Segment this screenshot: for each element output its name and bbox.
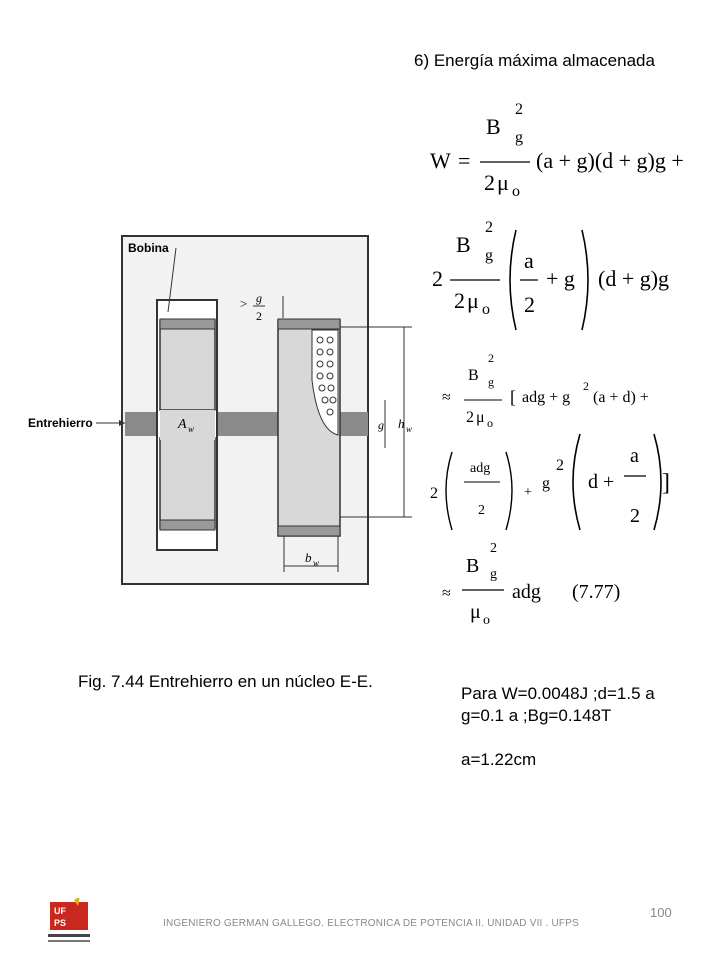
eq4-big-rparen (653, 433, 662, 531)
eq1-rest: (a + g)(d + g)g + (536, 148, 684, 173)
eq3-mu: μ (476, 409, 485, 426)
eq3-sup: 2 (488, 351, 494, 365)
param-line-2: g=0.1 a ;Bg=0.148T (461, 706, 612, 725)
right-cap-bottom (277, 525, 341, 537)
hw-label: h (398, 416, 405, 431)
eq2-a-den: 2 (524, 292, 535, 317)
logo-flame (74, 898, 80, 906)
eq3-o: o (487, 416, 493, 430)
gt-label: > (240, 296, 247, 311)
bobina-label: Bobina (128, 241, 169, 255)
aw-sub: w (188, 424, 194, 434)
section-title: 6) Energía máxima almacenada (414, 51, 655, 70)
eq4-close: ] (662, 470, 670, 496)
eq3-bracket: [ (510, 387, 516, 407)
left-coil-bottom (159, 437, 216, 529)
eq4-plus: + (524, 485, 532, 500)
eq5-B: B (466, 555, 479, 577)
eq4-g: g (542, 475, 550, 492)
eq4-lparen (445, 451, 453, 531)
eq2-rparen (581, 229, 589, 331)
eq3-approx: ≈ (442, 389, 451, 406)
eq3-B: B (468, 367, 479, 384)
right-cap-top (277, 318, 341, 330)
eq4-a: a (630, 445, 639, 467)
eq1-sub: g (515, 129, 523, 146)
eq2-sup: 2 (485, 219, 493, 236)
bw-label: b (305, 550, 312, 565)
eq4-rparen (505, 451, 513, 531)
left-cap-bottom (159, 519, 216, 531)
eq2-B: B (456, 232, 471, 257)
g-half-num: g (256, 291, 262, 305)
logo-text: UF (54, 906, 66, 916)
eq5-approx: ≈ (442, 585, 451, 602)
eq5-ref: (7.77) (572, 581, 620, 603)
eq3-two: 2 (466, 409, 474, 426)
core-figure: Bobina Entrehierro > g 2 h w g A w b w (28, 235, 412, 585)
logo-line-2 (48, 940, 90, 942)
logo-text-2: PS (54, 918, 66, 928)
eq1-mu: μ (497, 170, 509, 195)
eq4-two-den: 2 (478, 503, 485, 518)
bobina-leader (167, 247, 177, 313)
eq2-o: o (482, 301, 490, 318)
logo-block (50, 902, 88, 930)
eq2-lparen (509, 229, 517, 331)
eq3-text: adg + g (522, 389, 570, 406)
eq5-sup: 2 (490, 541, 497, 556)
eq4-big-lparen (572, 433, 581, 531)
eq4-a-den: 2 (630, 505, 640, 527)
eq2-a: a (524, 248, 534, 273)
eq5-o: o (483, 613, 490, 628)
aw-label: A (177, 417, 187, 432)
left-cap-top (159, 318, 216, 330)
eq2-plus-g: + g (546, 266, 575, 291)
equations: W = B 2 g 2 μ o (a + g)(d + g)g + 2 B 2 … (430, 101, 684, 628)
entrehierro-label: Entrehierro (28, 416, 93, 430)
footer-text: INGENIERO GERMAN GALLEGO. ELECTRONICA DE… (163, 918, 579, 929)
eq4-two: 2 (430, 485, 438, 502)
eq1-two: 2 (484, 170, 495, 195)
ufps-logo: UF PS (48, 898, 90, 942)
bw-sub: w (313, 558, 319, 568)
g-half-den: 2 (256, 309, 262, 323)
param-line-3: a=1.22cm (461, 750, 537, 769)
eq5-mu: μ (470, 601, 481, 623)
entrehierro-arrowhead (119, 420, 125, 426)
eq1-B: B (486, 114, 501, 139)
eq1-o: o (512, 183, 520, 200)
figure-caption: Fig. 7.44 Entrehierro en un núcleo E-E. (78, 672, 373, 691)
eq4-adg: adg (470, 461, 490, 476)
eq4-sup: 2 (556, 457, 564, 474)
eq2-mu: μ (467, 288, 479, 313)
eq-W: W (430, 148, 451, 173)
eq1-sup: 2 (515, 101, 523, 118)
eq5-adg: adg (512, 581, 541, 603)
eq4-d: d + (588, 471, 614, 493)
eq2-two-den: 2 (454, 288, 465, 313)
eq3-sub: g (488, 375, 494, 389)
page-number: 100 (650, 905, 672, 920)
param-line-1: Para W=0.0048J ;d=1.5 a (461, 684, 655, 703)
eq3-sup2: 2 (583, 379, 589, 393)
parameters: Para W=0.0048J ;d=1.5 a g=0.1 a ;Bg=0.14… (461, 683, 655, 771)
eq-equals: = (458, 148, 470, 173)
logo-line-1 (48, 934, 90, 937)
eq2-sub: g (485, 247, 493, 264)
hw-sub: w (406, 424, 412, 434)
coil-region (311, 329, 339, 436)
left-coil-top (159, 319, 216, 411)
g-label: g (378, 418, 384, 432)
eq5-sub: g (490, 567, 497, 582)
eq2-two: 2 (432, 266, 443, 291)
left-coil-middle (160, 410, 215, 440)
eq3-rest: (a + d) + (593, 389, 649, 406)
eq2-rest: (d + g)g (598, 266, 669, 291)
coil-turns (316, 336, 337, 416)
